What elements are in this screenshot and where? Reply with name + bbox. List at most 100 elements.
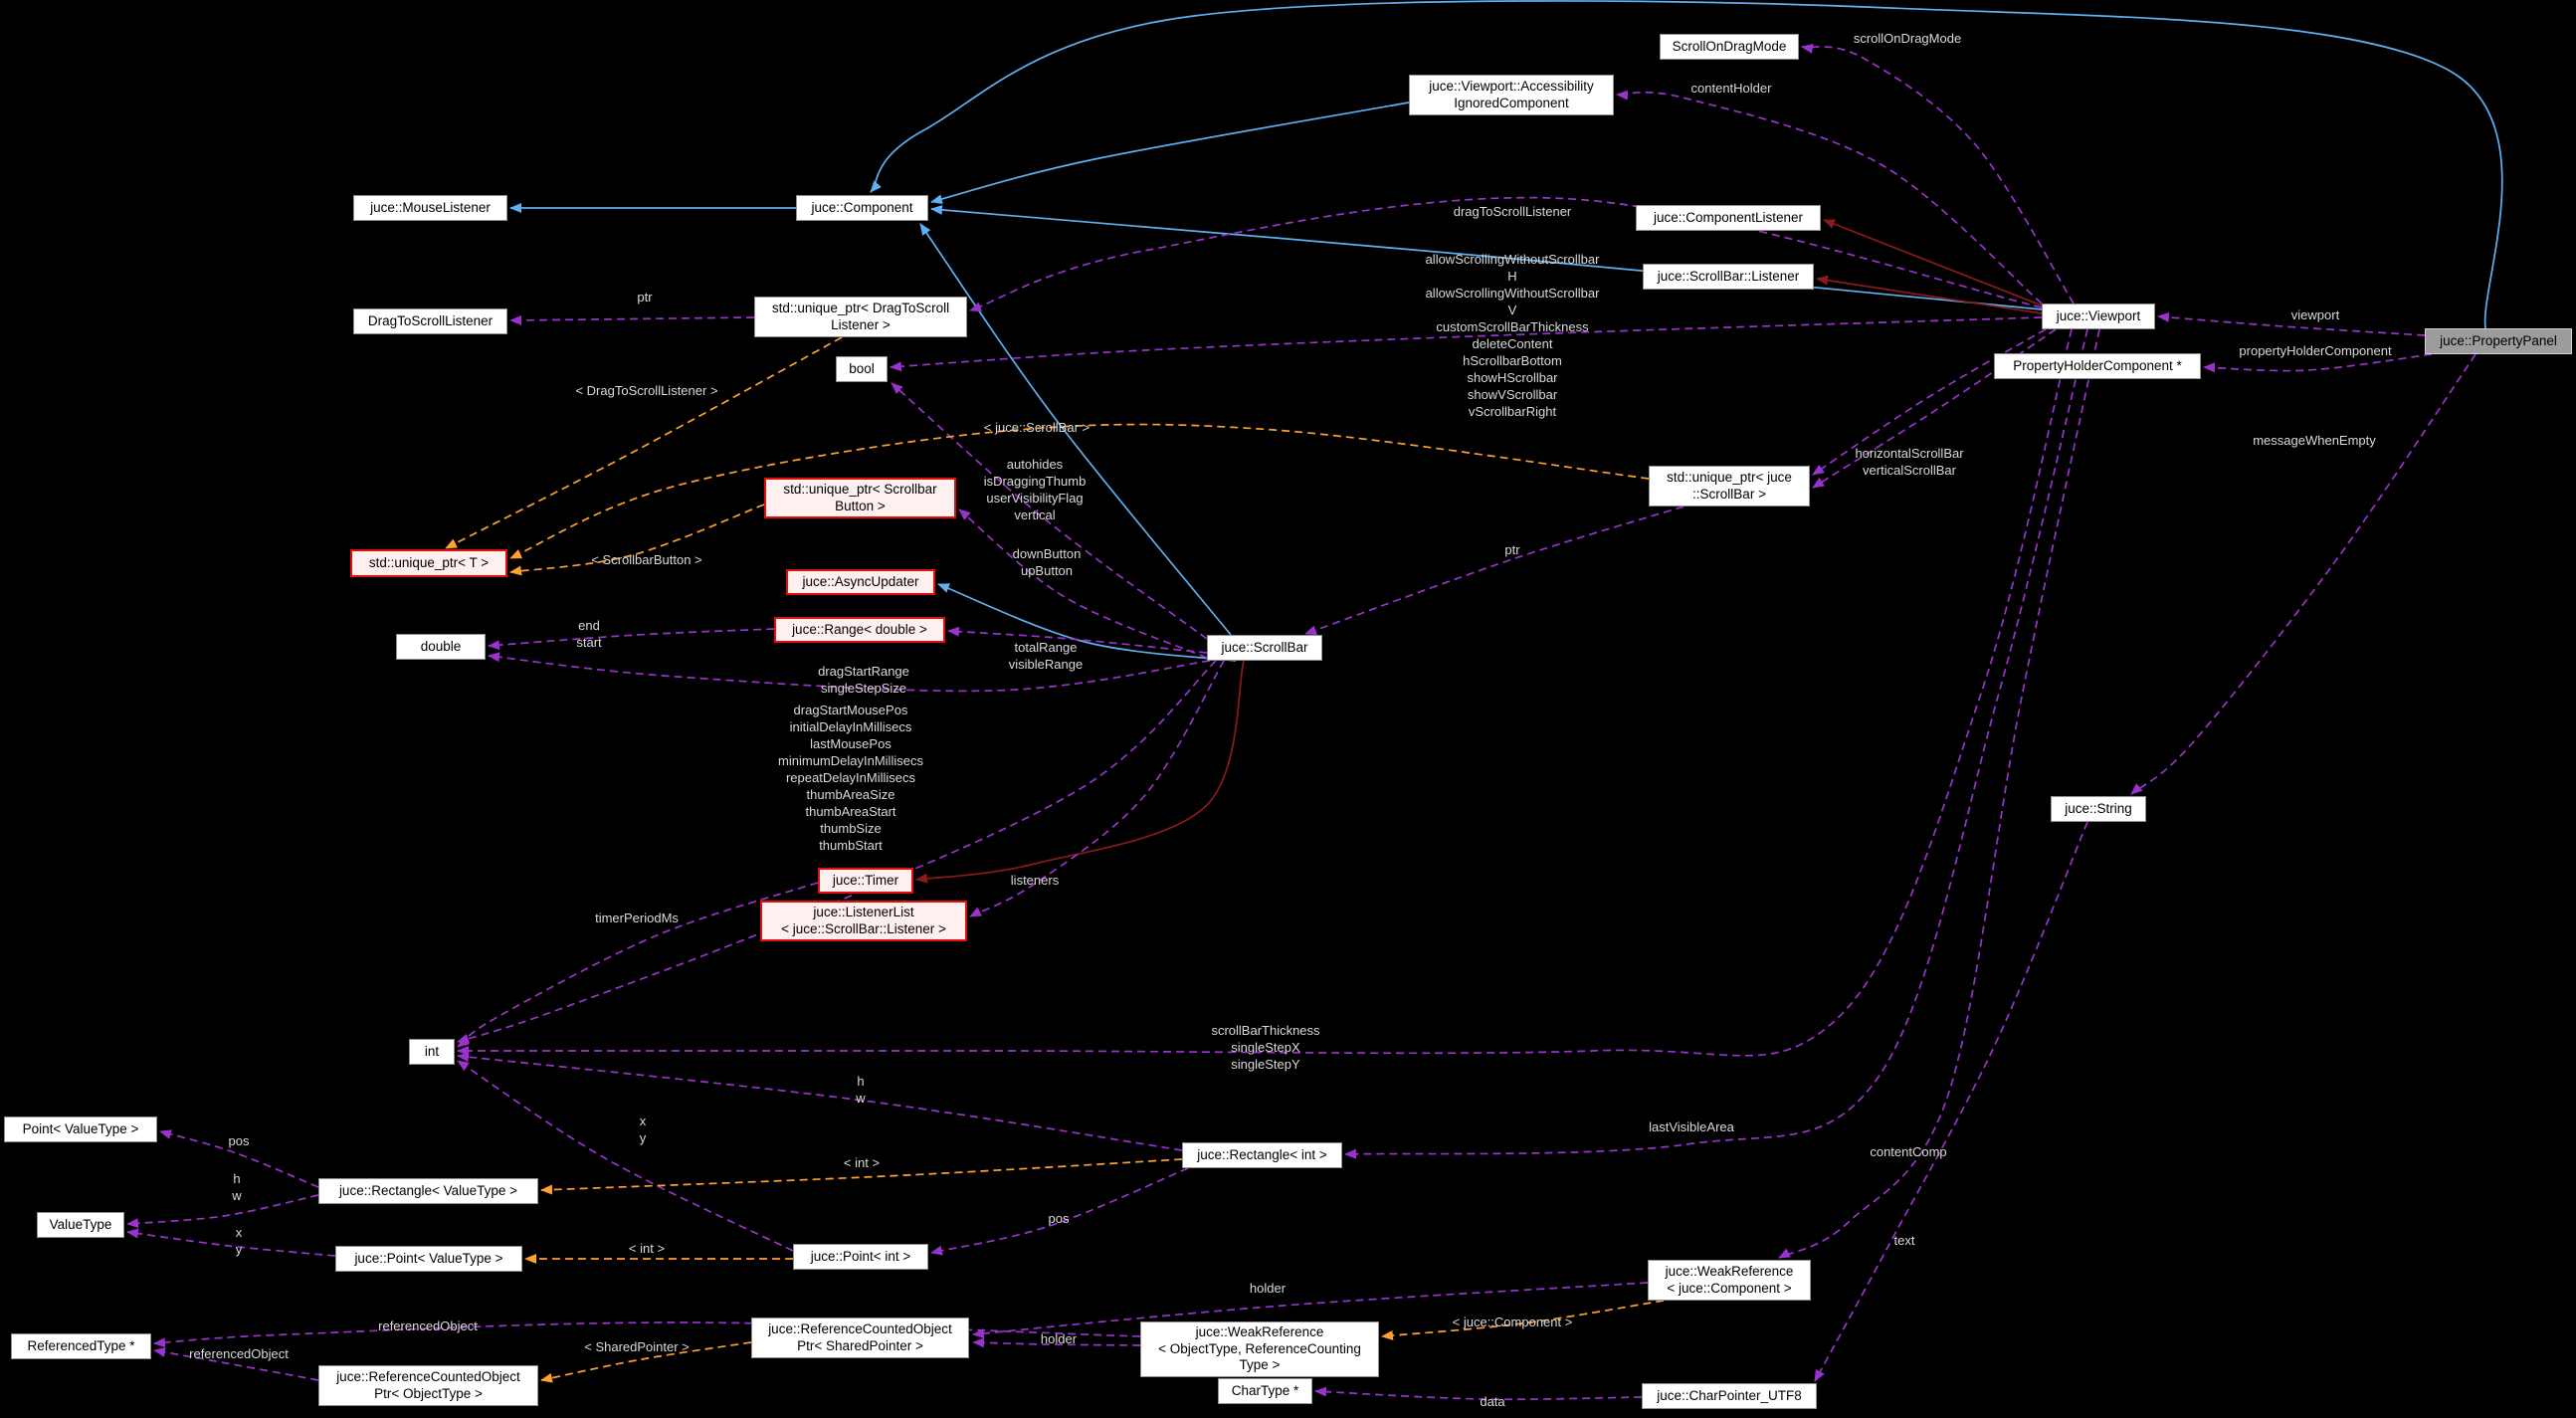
listeners-edge-label-line: listeners — [1010, 873, 1060, 888]
property-holder-component-label: PropertyHolderComponent * — [2013, 357, 2182, 373]
timer-node[interactable]: juce::Timer — [818, 868, 913, 894]
int-member-stack-edge-label-line: repeatDelayInMillisecs — [785, 770, 916, 785]
string-node[interactable]: juce::String — [2051, 796, 2146, 822]
edge-scrollbar-to-range — [947, 626, 1208, 654]
edge-viewport-to-componentlistener — [1823, 219, 2043, 306]
edge-scrollbar-to-listenerlist — [969, 660, 1225, 917]
drag-start-range-edge-label-line: singleStepSize — [821, 681, 906, 696]
double-node[interactable]: double — [396, 634, 486, 660]
value-type-label: ValueType — [49, 1216, 112, 1232]
ref-counted-shared-pointer-label: Ptr< SharedPointer > — [797, 1337, 923, 1353]
range-double-node[interactable]: juce::Range< double > — [774, 617, 945, 643]
text-label-edge-label-line: text — [1893, 1233, 1915, 1248]
weak-ref-object-type-node[interactable]: juce::WeakReference< ObjectType, Referen… — [1140, 1321, 1379, 1377]
edge-viewport-to-int-long — [457, 328, 2073, 1057]
drag-to-scroll-listener-label: DragToScrollListener — [367, 312, 494, 328]
weak-ref-object-type-label: < ObjectType, ReferenceCounting — [1158, 1340, 1361, 1356]
rectangle-int-node[interactable]: juce::Rectangle< int > — [1182, 1142, 1342, 1168]
char-pointer-utf8-label: juce::CharPointer_UTF8 — [1657, 1387, 1802, 1403]
viewport-node[interactable]: juce::Viewport — [2042, 304, 2155, 329]
pos-right-edge-label: pos — [1049, 1210, 1070, 1227]
edge-rectvt-to-pointvt — [159, 1129, 319, 1188]
component-node[interactable]: juce::Component — [796, 195, 928, 221]
scroll-bar-node[interactable]: juce::ScrollBar — [1207, 635, 1322, 661]
timer-period-ms-edge-label: timerPeriodMs — [595, 910, 679, 926]
int-label: int — [424, 1043, 440, 1059]
tpl-int-rect-edge-label-line: < int > — [843, 1155, 881, 1170]
referenced-object-upper-edge-label: referencedObject — [378, 1317, 478, 1334]
edge-viewport-to-scrollondragmode — [1801, 44, 2075, 304]
allow-scrolling-stack-edge-label-line: allowScrollingWithoutScrollbar — [1425, 252, 1600, 267]
rectangle-value-type-node[interactable]: juce::Rectangle< ValueType > — [318, 1178, 538, 1204]
referenced-type-label: ReferencedType * — [27, 1337, 135, 1353]
value-type-node[interactable]: ValueType — [37, 1212, 124, 1238]
int-member-stack-edge-label-line: thumbAreaStart — [805, 804, 896, 819]
int-member-stack-edge-label-line: thumbAreaSize — [806, 787, 895, 802]
tpl-drag-to-scroll-edge-label-line: < DragToScrollListener > — [575, 383, 718, 398]
viewport-label-edge-label: viewport — [2291, 306, 2339, 323]
edge-viewport-to-scrollbarlistener — [1816, 275, 2043, 314]
char-pointer-utf8-node[interactable]: juce::CharPointer_UTF8 — [1642, 1383, 1817, 1409]
edge-uptrjsb-to-uptrt — [509, 423, 1650, 559]
referenced-type-node[interactable]: ReferencedType * — [11, 1333, 151, 1359]
autohides-stack-edge-label-line: autohides — [1006, 457, 1064, 472]
edge-viewport-to-component — [930, 204, 2043, 310]
property-holder-label-edge-label-line: propertyHolderComponent — [2239, 343, 2392, 358]
allow-scrolling-stack-edge-label-line: showHScrollbar — [1467, 370, 1558, 385]
mouse-listener-label: juce::MouseListener — [370, 199, 491, 215]
drag-to-scroll-listener-label-edge-label: dragToScrollListener — [1454, 203, 1572, 220]
weak-ref-component-label: < juce::Component > — [1667, 1280, 1792, 1296]
bool-node[interactable]: bool — [836, 356, 888, 382]
drag-to-scroll-listener-node[interactable]: DragToScrollListener — [353, 308, 507, 334]
unique-ptr-t-node[interactable]: std::unique_ptr< T > — [350, 549, 507, 577]
scroll-on-drag-mode-label-edge-label: scrollOnDragMode — [1854, 30, 1961, 47]
property-panel-label: juce::PropertyPanel — [2440, 332, 2557, 348]
char-type-node[interactable]: CharType * — [1218, 1378, 1312, 1404]
mouse-listener-node[interactable]: juce::MouseListener — [353, 195, 507, 221]
unique-ptr-juce-scrollbar-node[interactable]: std::unique_ptr< juce::ScrollBar > — [1649, 466, 1810, 506]
int-node[interactable]: int — [409, 1039, 455, 1065]
edge-rcobj-to-referencedtype — [153, 1347, 319, 1381]
component-listener-node[interactable]: juce::ComponentListener — [1636, 205, 1821, 231]
xy-valuetype-edge-label-line: y — [235, 1242, 243, 1257]
property-panel-node[interactable]: juce::PropertyPanel — [2425, 328, 2572, 354]
listener-list-node[interactable]: juce::ListenerList< juce::ScrollBar::Lis… — [760, 901, 967, 941]
int-member-stack-edge-label-line: lastMousePos — [810, 736, 892, 751]
edge-scrollbar-to-timer — [915, 660, 1245, 884]
xy-valuetype-edge-label-line: x — [235, 1225, 243, 1240]
scrollbar-listener-node[interactable]: juce::ScrollBar::Listener — [1643, 264, 1814, 290]
rectangle-value-type-label: juce::Rectangle< ValueType > — [338, 1182, 518, 1198]
drag-to-scroll-listener-label-edge-label-line: dragToScrollListener — [1453, 204, 1572, 219]
component-label: juce::Component — [811, 199, 913, 215]
point-int-node[interactable]: juce::Point< int > — [793, 1244, 928, 1270]
edge-viewport-to-uptrjsb-1 — [1812, 328, 2047, 476]
property-holder-component-node[interactable]: PropertyHolderComponent * — [1994, 353, 2201, 379]
ref-counted-object-type-label: juce::ReferenceCountedObject — [336, 1368, 520, 1384]
double-label: double — [420, 638, 462, 654]
unique-ptr-drag-to-scroll-label: std::unique_ptr< DragToScroll — [771, 300, 950, 315]
char-type-label: CharType * — [1231, 1382, 1299, 1398]
rectangle-int-label: juce::Rectangle< int > — [1197, 1146, 1327, 1162]
viewport-label-edge-label-line: viewport — [2290, 307, 2340, 322]
point-value-type-node[interactable]: Point< ValueType > — [4, 1116, 157, 1142]
edge-rcsp-to-rcobj — [540, 1341, 752, 1383]
string-label: juce::String — [2065, 800, 2132, 816]
tpl-scrollbar-button-edge-label: < ScrollbarButton > — [591, 551, 701, 568]
async-updater-node[interactable]: juce::AsyncUpdater — [786, 569, 935, 595]
weak-ref-component-node[interactable]: juce::WeakReference< juce::Component > — [1648, 1260, 1811, 1301]
content-holder-edge-label-line: contentHolder — [1690, 81, 1772, 96]
edge-scrollbar-to-asyncupdater — [937, 583, 1237, 662]
edge-rectint-to-pointint — [930, 1167, 1189, 1256]
juce-point-value-type-node[interactable]: juce::Point< ValueType > — [335, 1246, 522, 1272]
scroll-on-drag-mode-node[interactable]: ScrollOnDragMode — [1660, 34, 1799, 60]
tpl-shared-pointer-edge-label: < SharedPointer > — [584, 1338, 690, 1355]
